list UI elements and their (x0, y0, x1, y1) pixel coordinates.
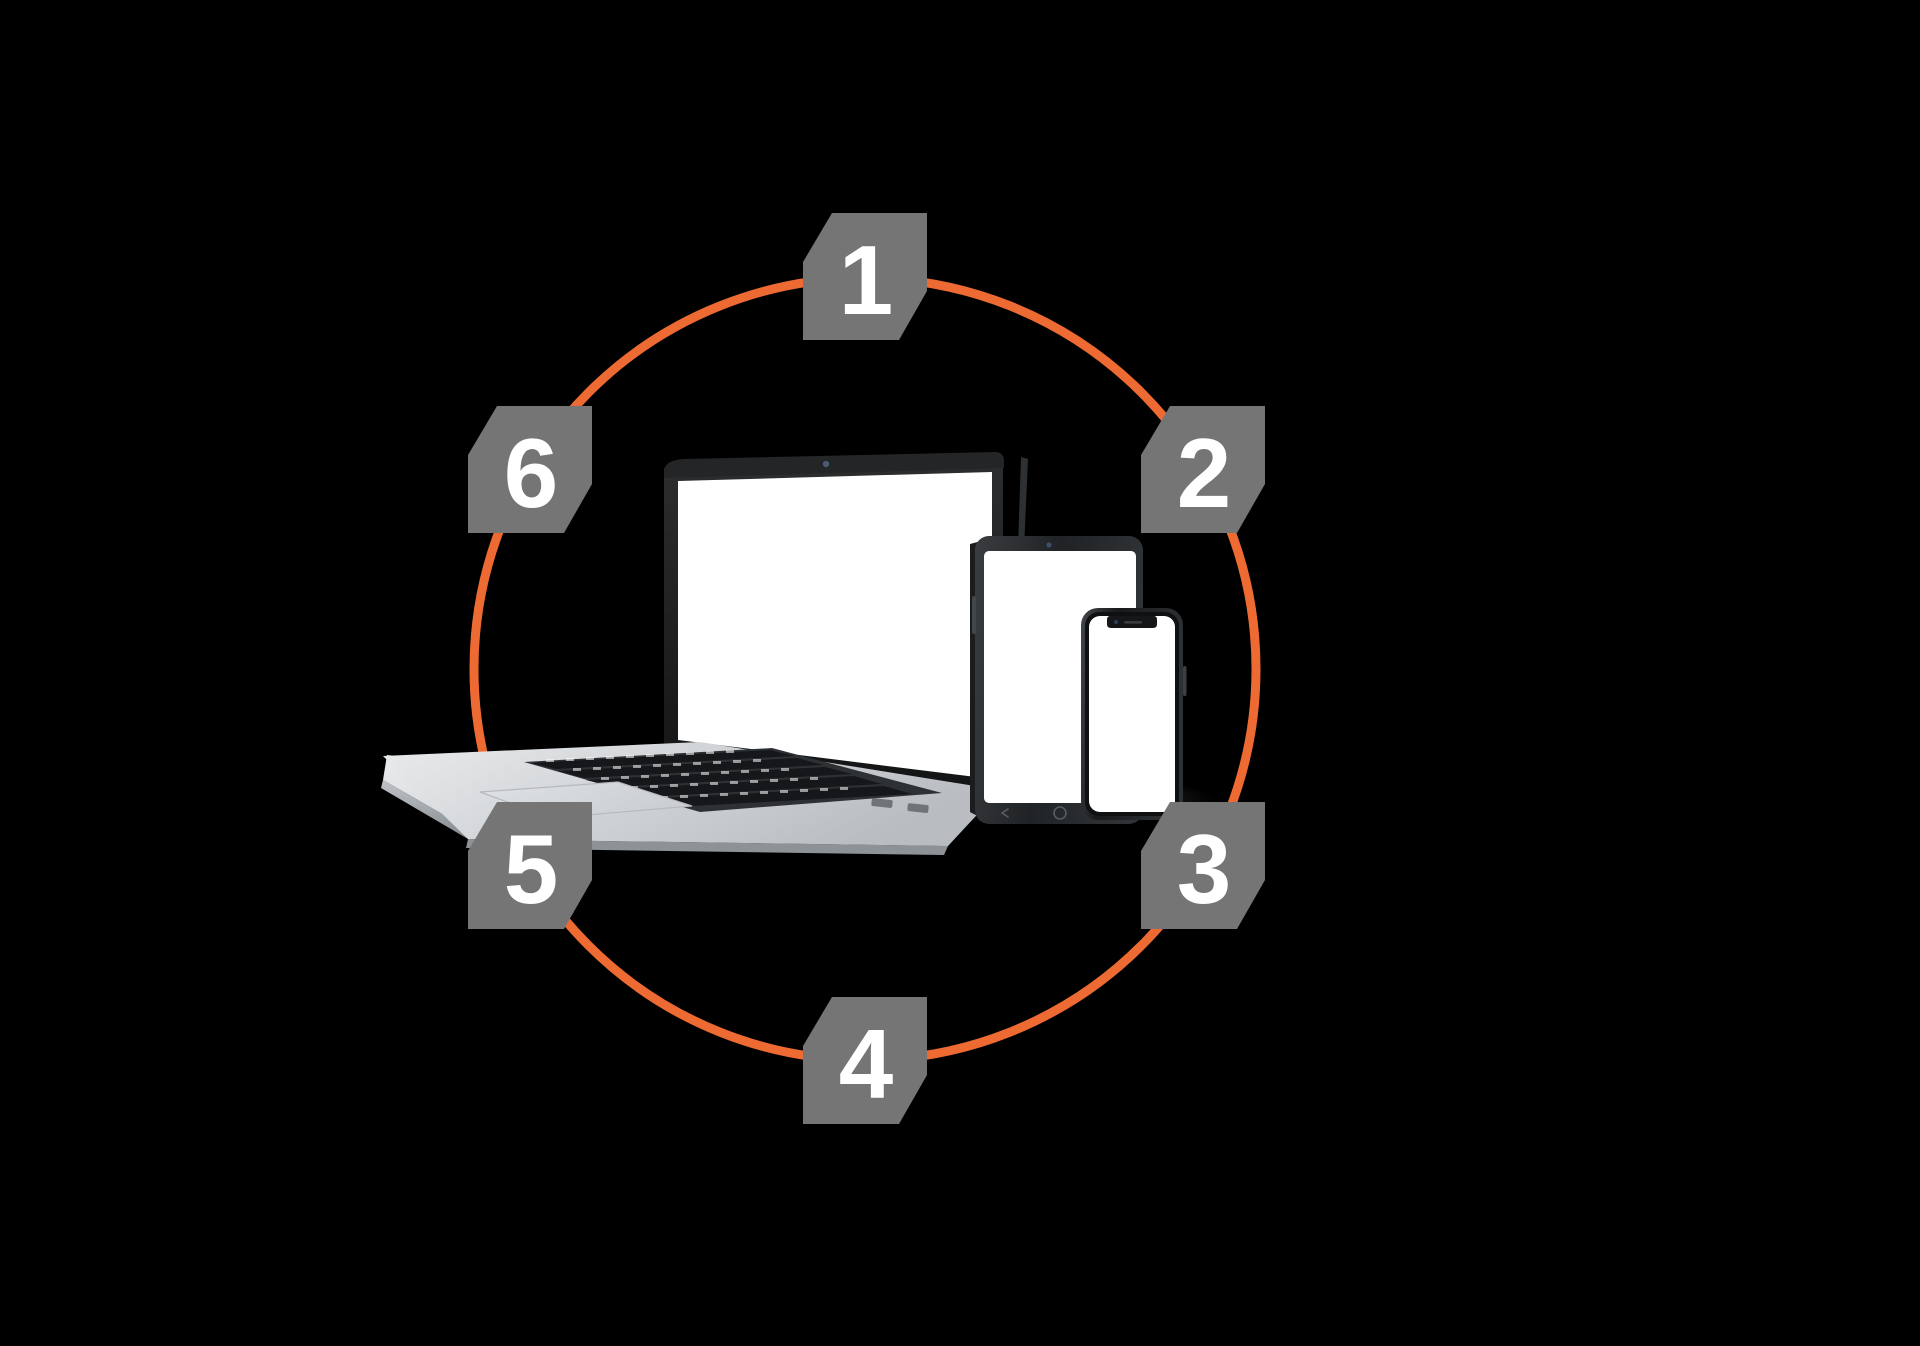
badge-4[interactable]: 4 (803, 997, 927, 1124)
tablet-home-button-icon[interactable] (1053, 806, 1067, 820)
laptop-screen (678, 472, 992, 779)
tablet-camera-icon (1046, 542, 1052, 548)
badge-3[interactable]: 3 (1141, 802, 1265, 929)
phone-earpiece-icon (1124, 621, 1142, 624)
badge-1-shape[interactable] (803, 213, 927, 340)
badge-4-shape[interactable] (803, 997, 927, 1124)
badge-3-shape[interactable] (1141, 802, 1265, 929)
laptop-device (381, 452, 1004, 855)
laptop-keyboard (524, 748, 942, 812)
laptop-camera-icon (822, 460, 830, 468)
tablet-back-icon[interactable] (1001, 808, 1009, 818)
phone-power-button[interactable] (1183, 666, 1187, 696)
badge-6-shape[interactable] (468, 406, 592, 533)
badge-5[interactable]: 5 (468, 802, 592, 929)
laptop-ports (871, 798, 929, 813)
laptop-lid-top-edge (664, 452, 1004, 478)
badge-6-label: 6 (504, 418, 559, 528)
badge-1-label: 1 (839, 225, 894, 335)
badge-5-label: 5 (504, 814, 559, 924)
phone-screen (1089, 616, 1175, 812)
badge-2[interactable]: 2 (1141, 406, 1265, 533)
tablet-volume-button[interactable] (972, 596, 976, 634)
badge-group: 1 2 3 4 5 (468, 213, 1265, 1124)
badge-4-label: 4 (839, 1009, 894, 1119)
tablet-stylus (1018, 457, 1028, 548)
phone-device (1081, 608, 1187, 820)
badge-2-label: 2 (1177, 418, 1232, 528)
phone-front-camera-icon (1114, 620, 1118, 624)
device-mockup-group (381, 452, 1215, 855)
badge-6[interactable]: 6 (468, 406, 592, 533)
badge-3-label: 3 (1177, 814, 1232, 924)
badge-5-shape[interactable] (468, 802, 592, 929)
badge-2-shape[interactable] (1141, 406, 1265, 533)
badge-1[interactable]: 1 (803, 213, 927, 340)
